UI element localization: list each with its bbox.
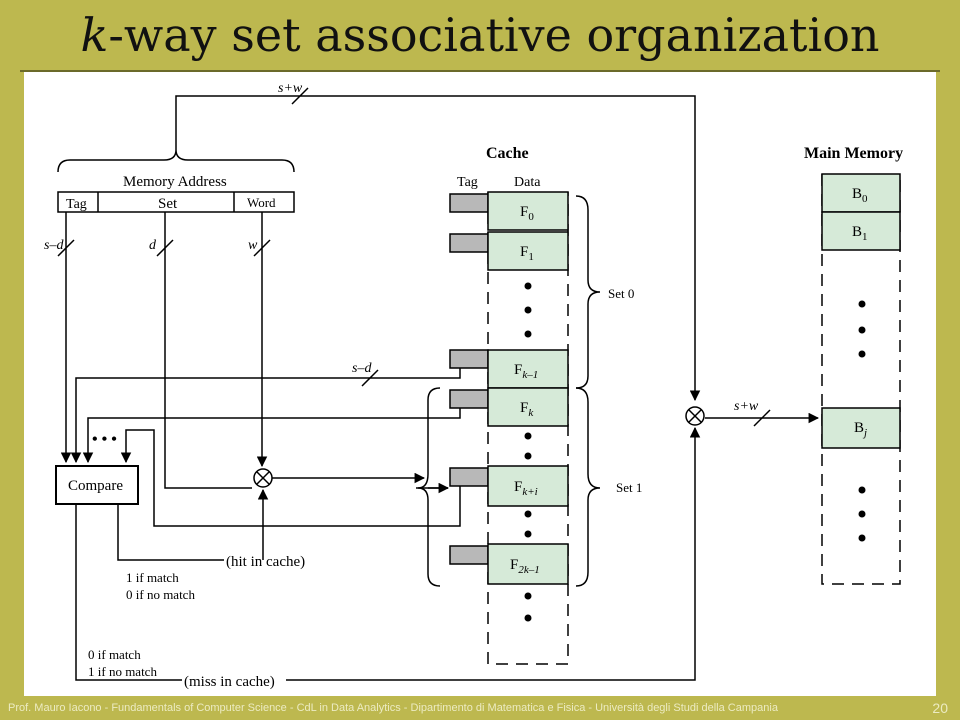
memory-block [821,211,901,251]
tag-width-label: s–d [44,238,64,253]
cache-line-label: F0 [520,204,534,223]
title-divider [20,70,940,72]
cache-outline [487,192,569,665]
tag-compare-line-1 [70,366,461,464]
address-register [57,191,295,213]
word-width-label: w [248,238,258,253]
field-set: Set [158,196,178,212]
memory-block-label: B1 [852,224,868,243]
miss-0-label: 0 if match [88,647,141,662]
bus-width-label: s+w [278,81,303,96]
match-1-label: 1 if match [126,570,179,585]
memory-bus-width-label: s+w [734,399,759,414]
cache-line [487,387,569,427]
memory-block [821,407,901,449]
miss-line [75,504,182,681]
memory-block-label: B0 [852,186,868,205]
cache-line [487,465,569,507]
compare-box [55,465,139,505]
hit-line [117,504,224,561]
hit-label: (hit in cache) [226,554,305,570]
address-bus-line [175,95,701,402]
diagram-panel [24,72,936,696]
cache-data-header: Data [514,175,541,190]
address-brace [57,149,295,173]
compare-width-label: s–d [352,361,372,376]
cache-line-label: F1 [520,244,534,263]
cache-line [487,543,569,585]
set-line [164,212,252,489]
cache-line [487,349,569,389]
title-rest: -way set associative organization [108,8,880,62]
miss-1-label: 1 if no match [88,664,157,679]
main-memory-outline [821,174,901,585]
set1-label: Set 1 [616,480,642,495]
memory-address-label: Memory Address [123,174,227,190]
cache-line [487,191,569,231]
bus-slash [291,87,309,105]
miss-label: (miss in cache) [184,674,275,690]
set-width-label: d [149,238,157,253]
cache-line-label: Fk–1 [514,362,538,381]
title-k: k [80,8,109,62]
cache-line-label: Fk [520,400,534,419]
cache-line-label: F2k–1 [510,557,540,576]
page-number: 20 [932,700,948,716]
cache-title: Cache [486,145,529,162]
tag-compare-line-2 [82,406,461,464]
slide-footer: Prof. Mauro Iacono - Fundamentals of Com… [8,702,778,714]
compare-ellipsis: • • • [92,431,117,448]
set1-brace [575,387,601,587]
cache-line [487,231,569,271]
set0-label: Set 0 [608,286,634,301]
cache-line-label: Fk+i [514,479,538,498]
match-0-label: 0 if no match [126,587,195,602]
cache-tag-header: Tag [457,175,478,190]
ellipsis-dots [524,282,866,622]
memory-block-label: Bj [854,420,867,439]
field-word: Word [247,195,276,210]
tag-compare-line-3 [120,429,461,527]
main-memory-title: Main Memory [804,145,903,162]
compare-label: Compare [68,478,123,494]
slide-title: k-way set associative organization [0,4,960,66]
field-tag: Tag [66,197,87,212]
set0-brace [575,195,601,389]
